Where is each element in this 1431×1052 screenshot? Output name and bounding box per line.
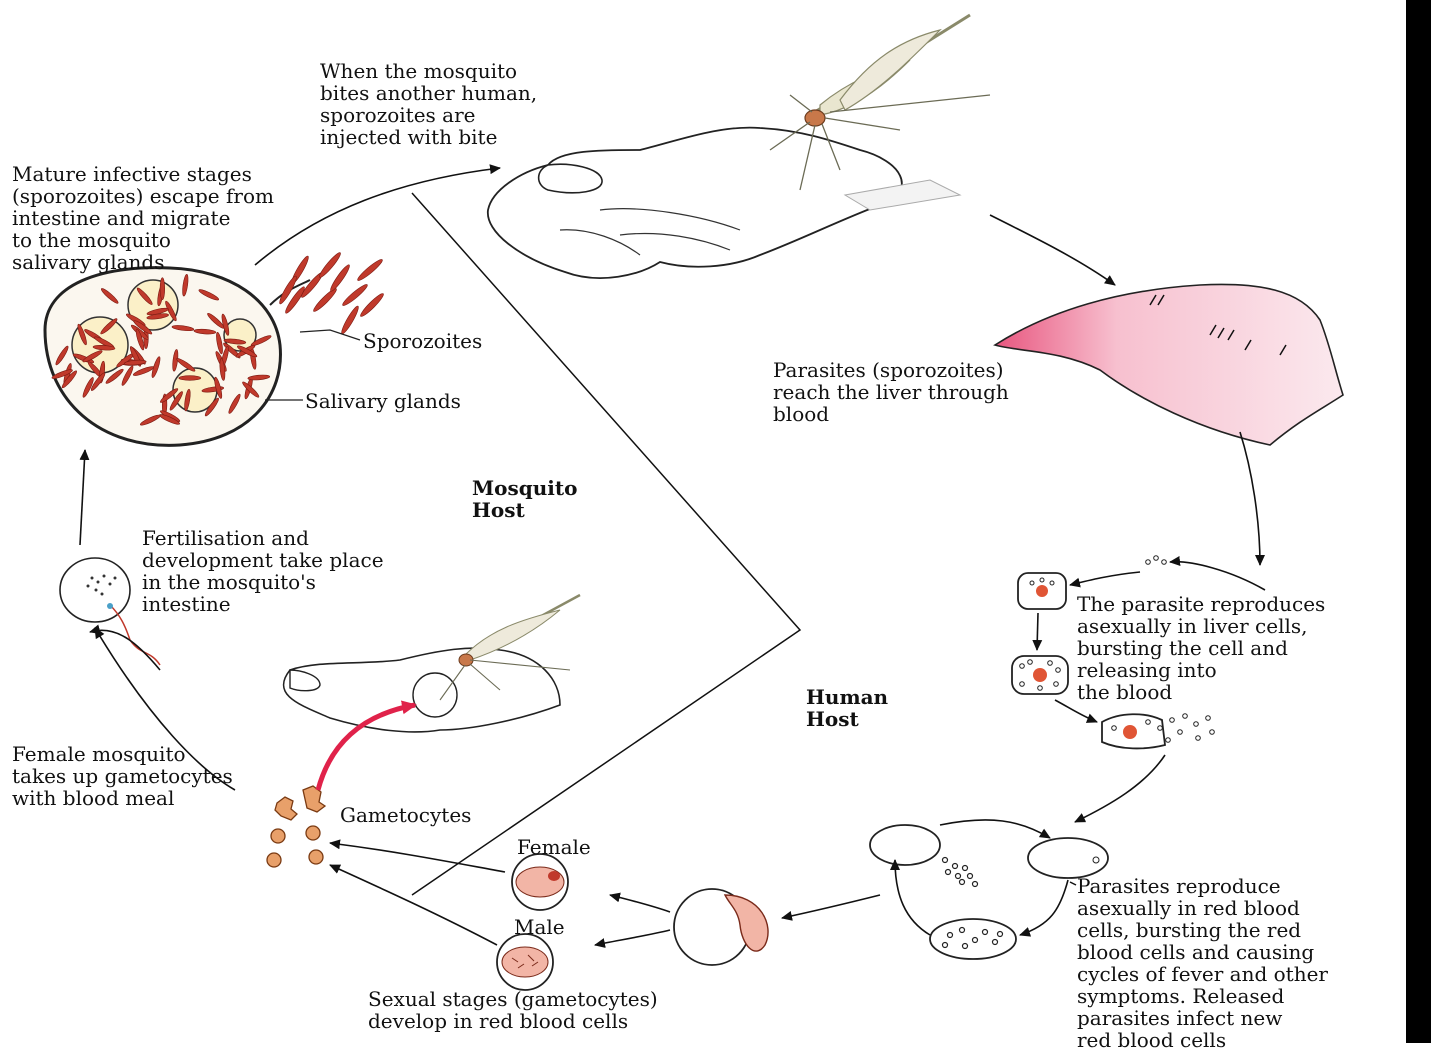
host-divider-line [412,193,800,895]
label-liver-reproduce: The parasite reproduces asexually in liv… [1077,593,1325,703]
gametocyte-blobs [267,786,325,867]
label-liver-sporozoites: Parasites (sporozoites) reach the liver … [773,359,1009,425]
label-rbc-reproduce: Parasites reproduce asexually in red blo… [1077,875,1328,1051]
label-female: Female [517,836,591,858]
label-sporozoites: Sporozoites [363,330,482,352]
label-mature-infective-stages: Mature infective stages (sporozoites) es… [12,163,274,273]
label-bite-another-human: When the mosquito bites another human, s… [320,60,537,148]
label-female-takes-gametocytes: Female mosquito takes up gametocytes wit… [12,743,233,809]
label-human-host: Human Host [806,686,888,730]
hand-icon-lower [284,595,580,732]
salivary-gland-icon [45,251,385,446]
label-salivary-glands: Salivary glands [305,390,461,412]
label-gametocytes: Gametocytes [340,804,471,826]
hand-icon [488,128,960,278]
label-sexual-stages: Sexual stages (gametocytes) develop in r… [368,988,658,1032]
rbc-cycle [674,825,1108,965]
label-male: Male [514,916,565,938]
right-black-border [1406,0,1431,1043]
label-fertilisation: Fertilisation and development take place… [142,527,384,615]
label-mosquito-host: Mosquito Host [472,477,577,521]
liver-icon [995,284,1343,445]
